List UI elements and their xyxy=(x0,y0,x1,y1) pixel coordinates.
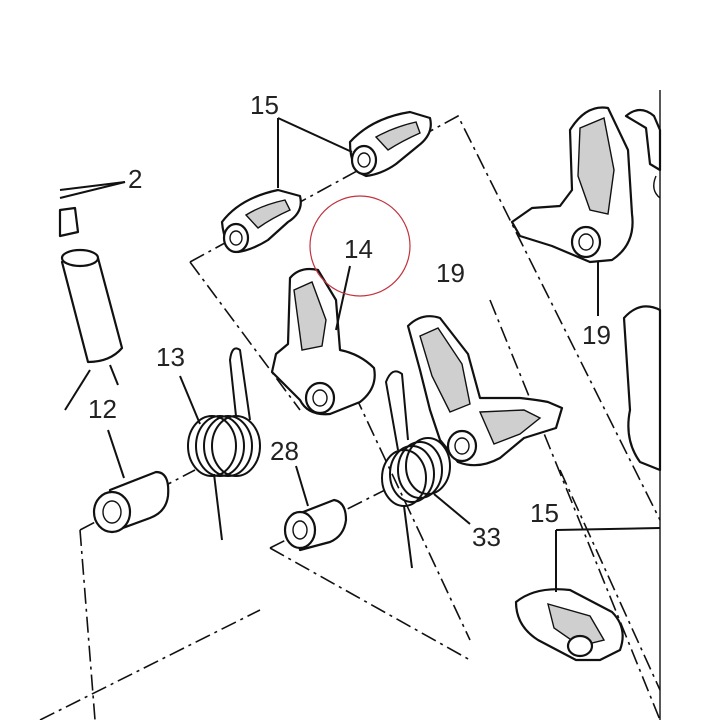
leader-12 xyxy=(107,429,125,479)
highlight-circle-14 xyxy=(309,195,411,297)
label-13: 13 xyxy=(156,342,185,372)
label-19-right: 19 xyxy=(582,320,611,350)
part-33-spring xyxy=(381,370,451,569)
leader-14 xyxy=(335,265,351,331)
label-15-top: 15 xyxy=(250,90,279,120)
label-28: 28 xyxy=(270,436,299,466)
leader-33 xyxy=(433,493,471,525)
part-15-bracket-right xyxy=(348,110,432,178)
part-13-spring xyxy=(187,347,261,541)
leader-28 xyxy=(295,465,309,507)
label-14: 14 xyxy=(344,234,373,264)
label-12: 12 xyxy=(88,394,117,424)
part-28-bushing xyxy=(283,498,348,552)
leader-13 xyxy=(179,375,201,425)
label-19-center: 19 xyxy=(436,258,465,288)
label-2: 2 xyxy=(128,164,142,194)
part-14-lever xyxy=(270,267,376,416)
part-19-lever-right xyxy=(510,106,662,472)
part-15-bracket-left xyxy=(220,188,302,254)
part-12-bushing xyxy=(92,470,170,534)
part-19-lever-center xyxy=(406,315,564,467)
part-15-bracket-bottom xyxy=(514,588,624,662)
label-15-bottom: 15 xyxy=(530,498,559,528)
part-2-pin xyxy=(58,181,126,411)
label-33: 33 xyxy=(472,522,501,552)
leader-15-bottom xyxy=(555,527,661,592)
leader-15-top xyxy=(277,117,353,188)
